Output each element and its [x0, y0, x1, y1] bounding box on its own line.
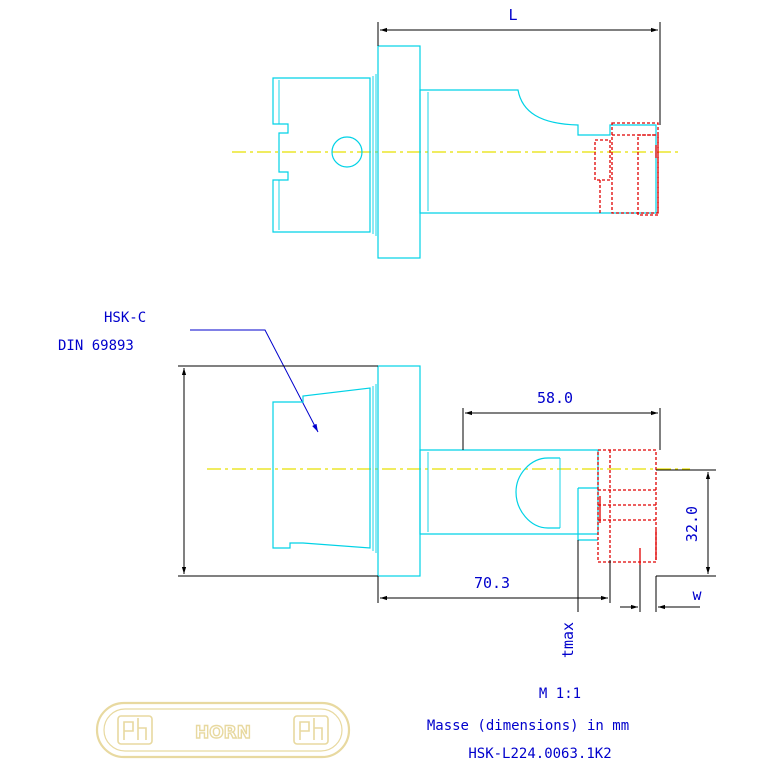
dim-L-label: L — [508, 6, 517, 24]
dim-tmax-label: tmax — [559, 622, 577, 658]
top-body — [419, 89, 657, 214]
hsk-callout-leader — [190, 329, 319, 433]
horn-logo: HORN — [95, 701, 351, 759]
dim-70: 70.3 — [377, 560, 611, 603]
dim-w: w — [655, 576, 702, 612]
top-insert — [594, 122, 659, 216]
dim-w-label: w — [692, 586, 702, 604]
dim-L: L — [377, 6, 661, 125]
dim-32-label: 32.0 — [683, 506, 701, 542]
side-flange — [377, 365, 421, 577]
side-body-curve — [515, 457, 560, 529]
side-insert — [597, 449, 657, 565]
hsk-callout-line2: DIN 69893 — [58, 338, 134, 354]
dim-58: 58.0 — [462, 389, 661, 450]
dim-32: 32.0 — [656, 469, 716, 577]
top-view: L — [232, 6, 680, 259]
dim-70-label: 70.3 — [474, 574, 510, 592]
dim-tmax: tmax — [559, 540, 641, 658]
scale-label: M 1:1 — [539, 686, 581, 702]
ph-logo-right — [293, 715, 329, 745]
side-body — [419, 449, 599, 535]
ph-logo-left — [117, 715, 153, 745]
logo-brand: HORN — [195, 723, 251, 743]
side-view: HSK-C DIN 69893 — [58, 310, 716, 658]
dim-flange-height — [178, 365, 378, 577]
units-label: Masse (dimensions) in mm — [427, 718, 629, 734]
info-block: M 1:1 Masse (dimensions) in mm HSK-L224.… — [427, 686, 629, 762]
side-taper — [272, 387, 371, 549]
top-shank — [272, 77, 371, 233]
part-number: HSK-L224.0063.1K2 — [468, 746, 611, 762]
top-drive-hole — [331, 136, 363, 168]
dim-58-label: 58.0 — [537, 389, 573, 407]
hsk-callout-line1: HSK-C — [104, 310, 146, 326]
